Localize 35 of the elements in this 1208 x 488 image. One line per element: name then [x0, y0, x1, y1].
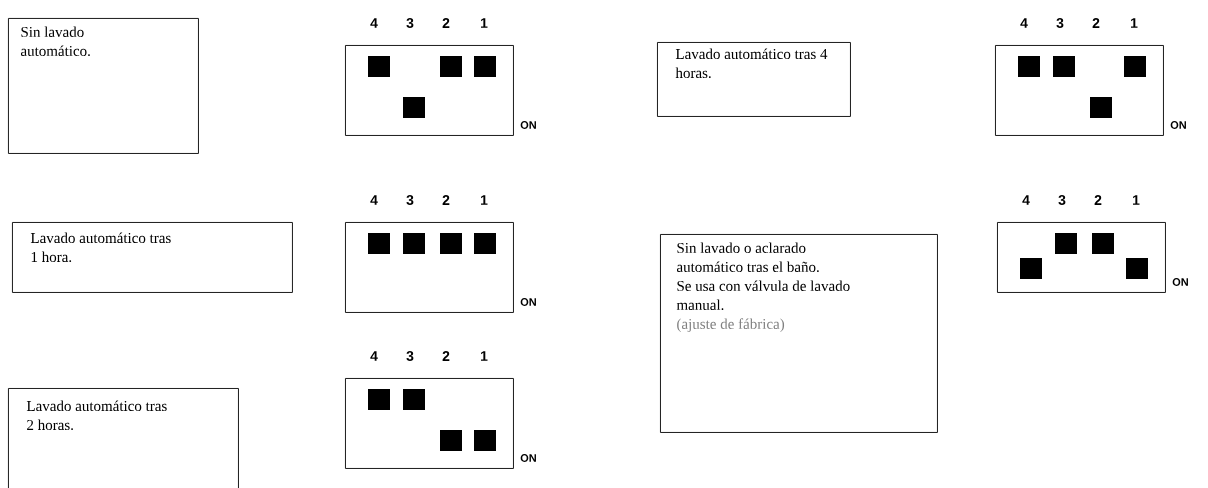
- on-label: ON: [520, 121, 536, 129]
- switch-number: 1: [1133, 195, 1140, 205]
- dip-switch-box: [345, 222, 514, 313]
- dip-switch-box: [345, 378, 514, 469]
- switch-number: 1: [481, 351, 488, 361]
- switch-number: 2: [1094, 195, 1102, 205]
- switch-number: 3: [1058, 195, 1066, 205]
- switch-number: 1: [481, 195, 488, 205]
- on-label: ON: [1172, 278, 1188, 286]
- text-box: Lavado automático tras 1 hora.: [12, 222, 293, 293]
- text-box: Sin lavado o aclarado automático tras el baño. Se usa con válvula de lavado manual. (ajuste de fábrica): [660, 234, 938, 433]
- on-label: ON: [520, 298, 536, 306]
- switch-number: 4: [370, 351, 378, 361]
- switch-number: 3: [406, 195, 414, 205]
- text-box: Sin lavado automático.: [8, 18, 199, 154]
- text-box: Lavado automático tras 2 horas.: [8, 388, 239, 488]
- switch-number: 4: [1022, 195, 1030, 205]
- switch-number: 3: [406, 18, 414, 28]
- switch-number: 1: [481, 18, 488, 28]
- dip-switch-box: [995, 45, 1164, 136]
- switch-number: 4: [370, 18, 378, 28]
- switch-number: 4: [370, 195, 378, 205]
- switch-number: 3: [406, 351, 414, 361]
- switch-number: 3: [1056, 18, 1064, 28]
- switch-number: 1: [1131, 18, 1138, 28]
- switch-number: 2: [1092, 18, 1100, 28]
- switch-number: 4: [1020, 18, 1028, 28]
- switch-number: 2: [442, 351, 450, 361]
- text-box: Lavado automático tras 4 horas.: [657, 42, 851, 117]
- switch-number: 2: [442, 195, 450, 205]
- dip-switch-box: [345, 45, 514, 136]
- switch-number: 2: [442, 18, 450, 28]
- on-label: ON: [1170, 121, 1186, 129]
- dip-switch-box: [997, 222, 1166, 293]
- on-label: ON: [520, 454, 536, 462]
